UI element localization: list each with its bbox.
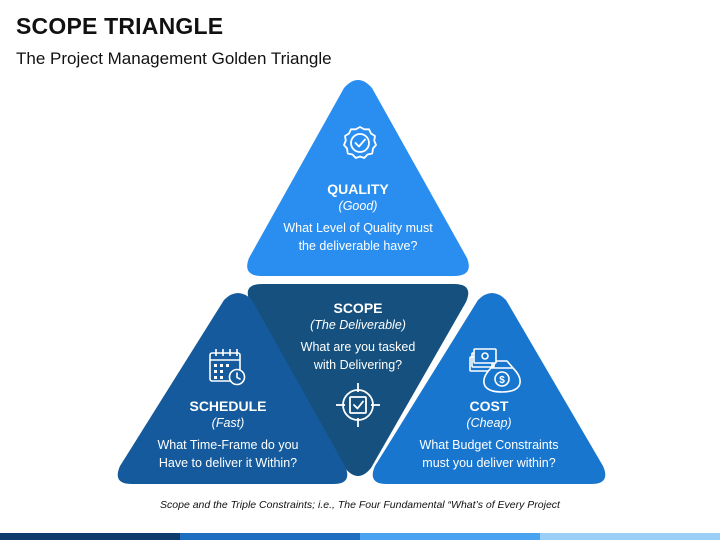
schedule-line-2: Have to deliver it Within? [158, 456, 298, 470]
quality-triangle [247, 80, 469, 276]
calendar-clock-icon [209, 349, 246, 386]
quality-text-block: QUALITY (Good) What Level of Quality mus… [268, 180, 448, 255]
cost-subheading: (Cheap) [466, 416, 512, 430]
footer-color-bar [0, 533, 720, 540]
quality-description: What Level of Quality must the deliverab… [268, 219, 448, 255]
cost-line-2: must you deliver within? [422, 456, 556, 470]
footer-bar-segment [180, 533, 360, 540]
scope-line-2: with Delivering? [313, 358, 403, 372]
scope-line-1: What are you tasked [300, 340, 416, 354]
schedule-text-block: SCHEDULE (Fast) What Time-Frame do you H… [143, 397, 313, 472]
footer-bar-segment [540, 533, 720, 540]
footer-bar-segment [360, 533, 540, 540]
scope-triangle [247, 284, 469, 476]
schedule-line-1: What Time-Frame do you [157, 438, 299, 452]
target-check-icon [336, 383, 380, 427]
scope-text-block: SCOPE (The Deliverable) What are you tas… [268, 299, 448, 374]
quality-heading: QUALITY [327, 181, 389, 197]
quality-badge-icon [343, 126, 377, 159]
scope-heading: SCOPE [333, 300, 383, 316]
cost-heading: COST [469, 398, 509, 414]
cost-text-block: COST (Cheap) What Budget Constraints mus… [404, 397, 574, 472]
quality-line-1: What Level of Quality must [283, 221, 433, 235]
page-title: SCOPE TRIANGLE [16, 13, 224, 39]
footnote: Scope and the Triple Constraints; i.e., … [160, 499, 560, 511]
quality-subheading: (Good) [338, 199, 378, 213]
schedule-subheading: (Fast) [211, 416, 245, 430]
footer-bar-segment [0, 533, 180, 540]
svg-text:$: $ [499, 375, 505, 386]
schedule-heading: SCHEDULE [189, 398, 267, 414]
schedule-triangle [117, 293, 348, 484]
cost-description: What Budget Constraints must you deliver… [404, 436, 574, 472]
scope-subheading: (The Deliverable) [310, 318, 406, 332]
cost-line-1: What Budget Constraints [419, 438, 559, 452]
money-bag-icon: $ [469, 348, 521, 393]
quality-line-2: the deliverable have? [298, 239, 418, 253]
scope-description: What are you tasked with Delivering? [268, 338, 448, 374]
page-subtitle: The Project Management Golden Triangle [16, 49, 332, 68]
schedule-description: What Time-Frame do you Have to deliver i… [143, 436, 313, 472]
